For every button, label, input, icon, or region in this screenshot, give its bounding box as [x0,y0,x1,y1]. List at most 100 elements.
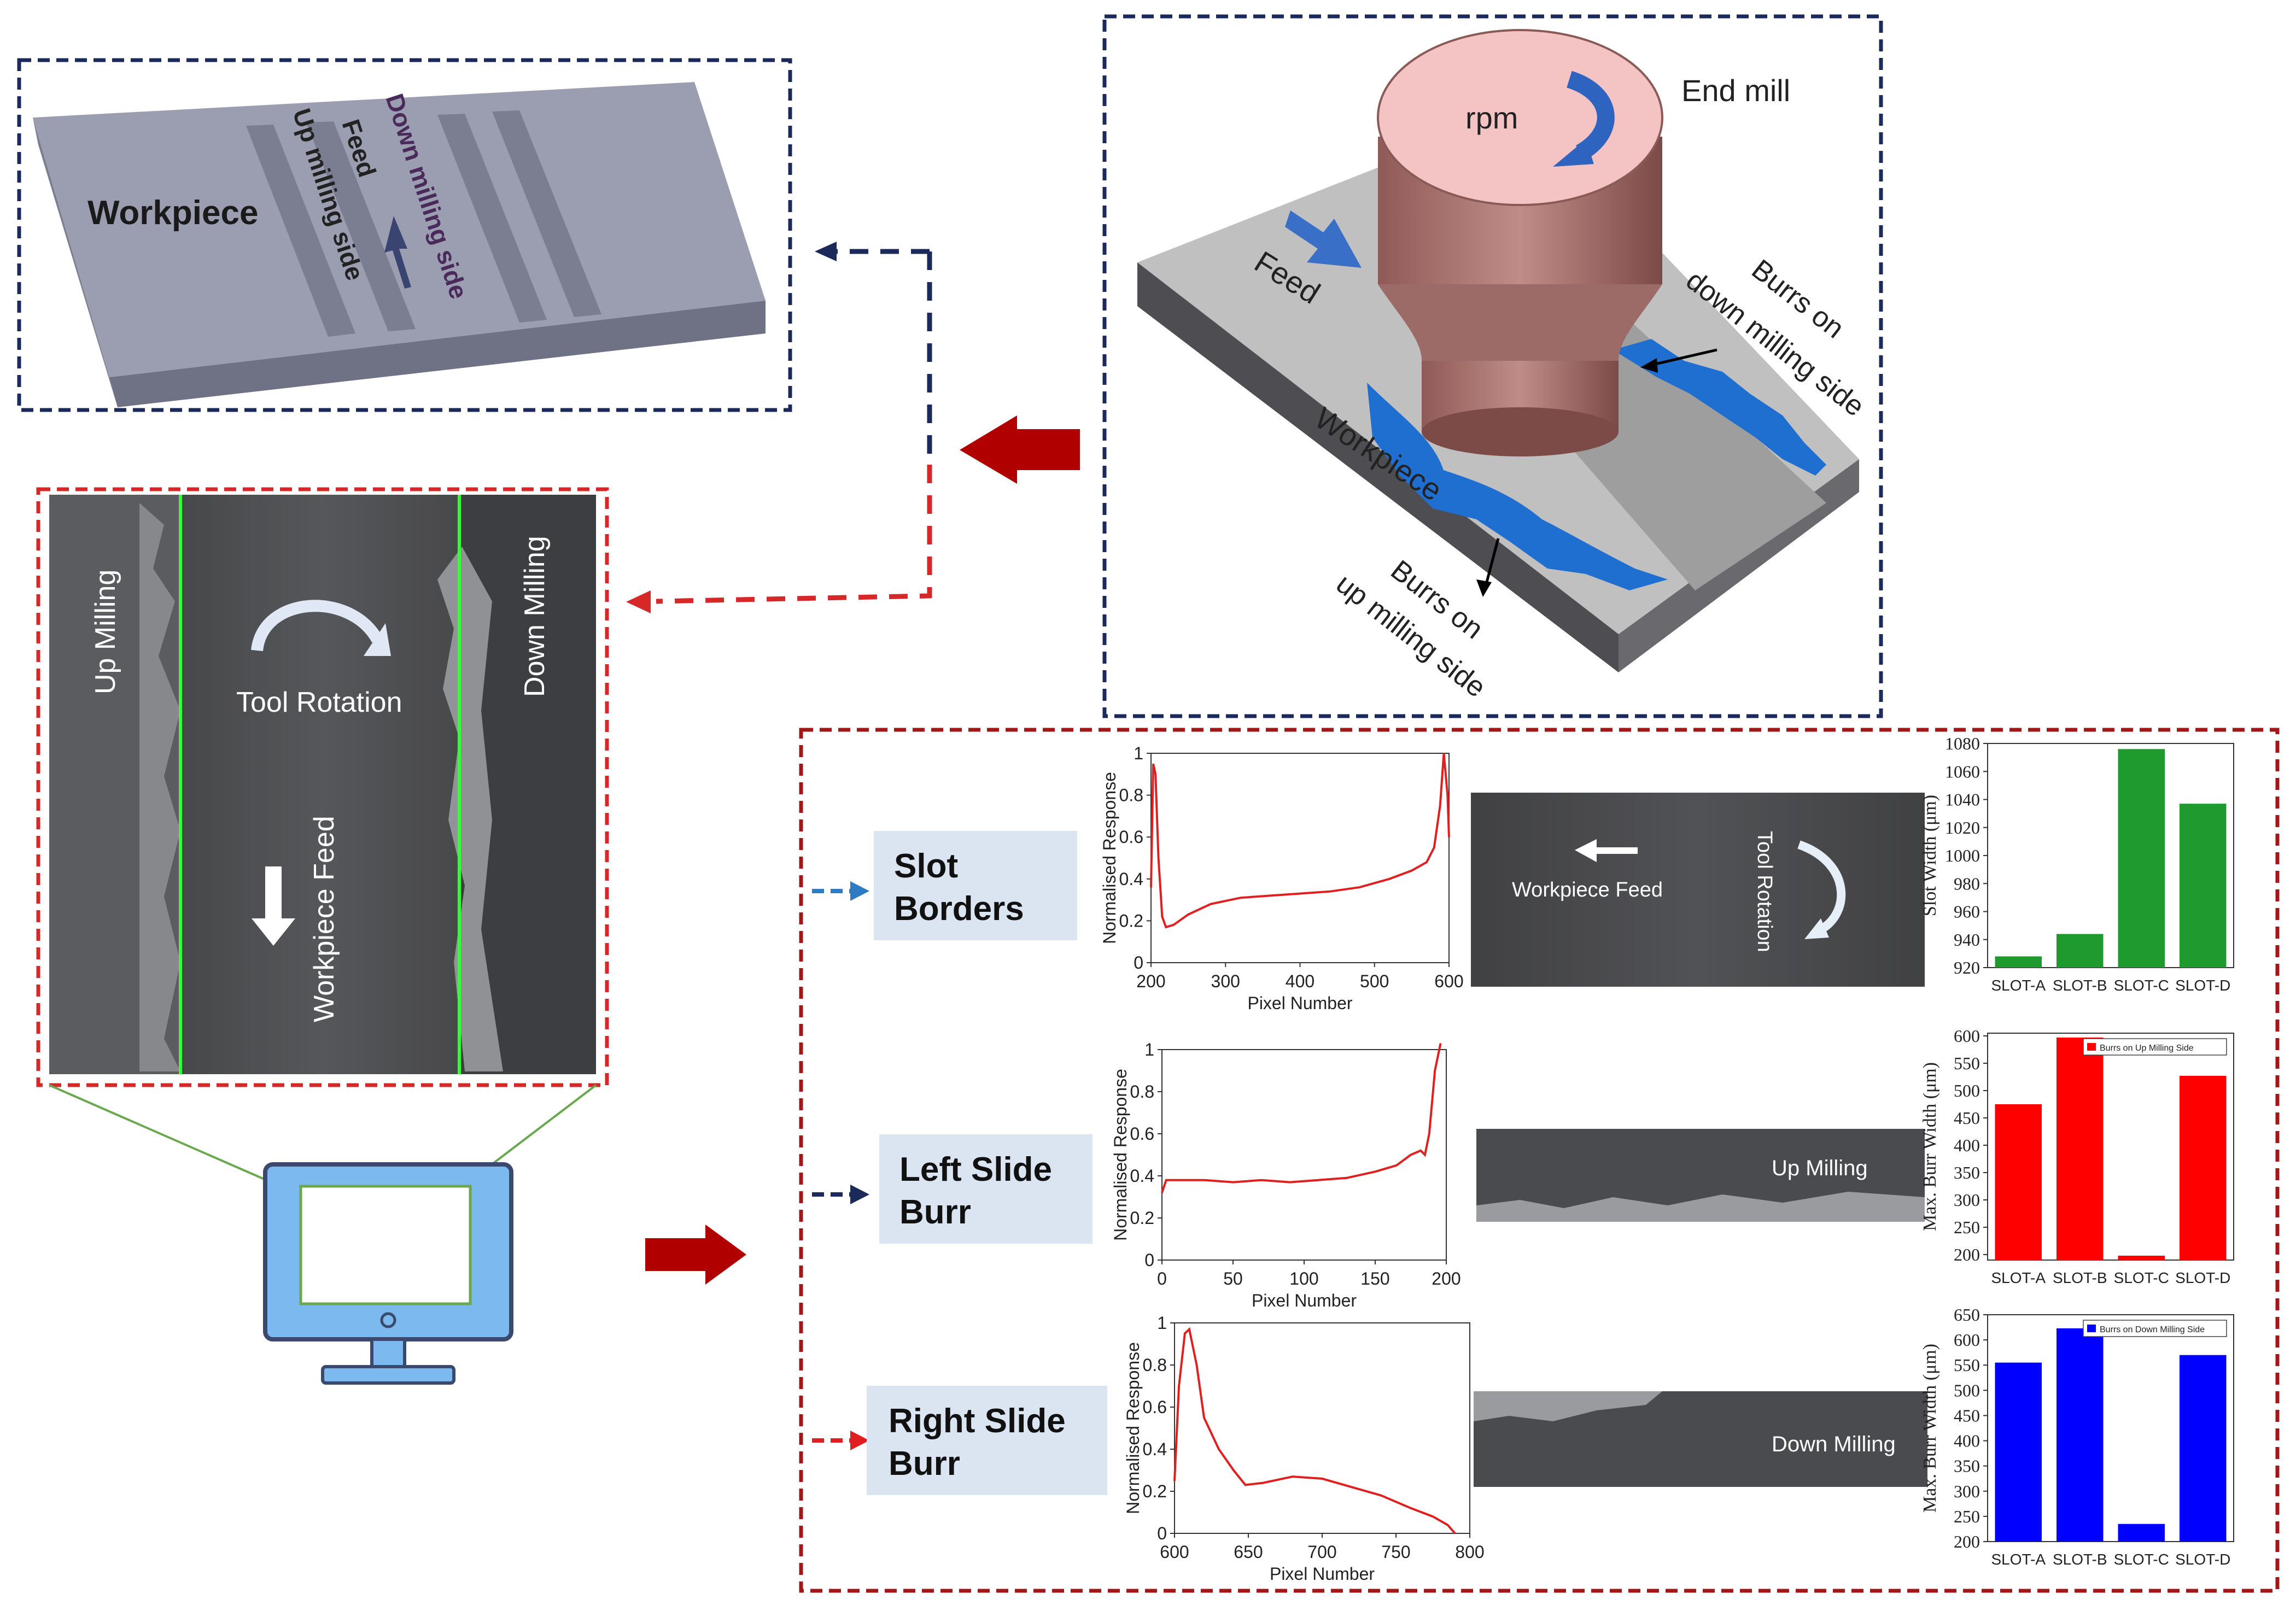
thumb-workpiece-feed-label: Workpiece Feed [1512,878,1663,901]
y-tick-label: 0.4 [1143,1439,1167,1459]
x-tick-label: SLOT-B [2053,977,2107,994]
monitor-icon [263,1162,513,1385]
y-tick-label: 0.2 [1143,1481,1167,1501]
y-tick-label: 250 [1954,1217,1980,1237]
y-axis-label: Max. Burr Width (μm) [1920,1344,1940,1513]
thumb-up-milling: Up Milling [1476,1129,1925,1222]
thumb-tool-rotation-label: Tool Rotation [1753,831,1776,952]
x-tick-label: 650 [1234,1542,1263,1562]
legend: Burrs on Down Milling Side [2083,1320,2227,1337]
y-tick-label: 500 [1954,1081,1980,1100]
end-mill-label: End mill [1681,73,1790,108]
legend: Burrs on Up Milling Side [2083,1038,2227,1056]
y-tick-label: 1 [1144,1040,1154,1059]
y-tick-label: 250 [1954,1507,1980,1526]
x-tick-label: 300 [1211,971,1240,991]
x-tick-label: 200 [1432,1269,1460,1288]
y-tick-label: 600 [1954,1026,1980,1046]
y-tick-label: 200 [1954,1245,1980,1264]
y-tick-label: 0 [1157,1524,1167,1543]
thumb-up-milling-label: Up Milling [1772,1156,1868,1180]
end-mill-panel: rpm End mill Feed Workpiece Burrs on dow… [1102,14,1883,718]
thumb-rotation-icon [1797,840,1846,936]
x-axis-label: Pixel Number [1252,1291,1357,1310]
x-tick-label: 750 [1381,1542,1410,1562]
workpiece-panel: Workpiece Up milling side Feed Down mill… [17,58,792,412]
y-tick-label: 1060 [1945,761,1980,781]
tool-rotation-icon [251,600,383,652]
plot-frame [1161,1049,1447,1261]
analysis-panel: Slot Borders Left Slide Burr Right Slide… [799,728,2280,1593]
y-tick-label: 1080 [1945,734,1980,753]
y-axis-label: Normalised Response [1123,1342,1143,1514]
y-tick-label: 0.2 [1119,911,1143,930]
x-tick-label: SLOT-A [1991,1551,2046,1568]
series-line [1173,1327,1456,1534]
bar [2057,1038,2104,1260]
bar [2057,934,2104,968]
label-line-2: Burr [899,1193,971,1231]
x-tick-label: 200 [1136,971,1165,991]
thumb-down-milling-label: Down Milling [1772,1432,1896,1456]
legend-swatch [2087,1043,2096,1051]
y-tick-label: 960 [1954,902,1980,922]
up-milling-label: Up Milling [90,570,121,694]
series-line [1150,753,1450,929]
x-tick-label: SLOT-C [2114,1551,2169,1568]
x-tick-label: SLOT-C [2114,1269,2169,1286]
workpiece-label: Workpiece [87,194,258,232]
y-tick-label: 400 [1954,1135,1980,1155]
series-line [1161,1043,1442,1193]
thumb-down-milling: Down Milling [1474,1391,1927,1487]
label-box-slot-borders: Slot Borders [874,831,1077,940]
y-axis-label: Max. Burr Width (μm) [1920,1062,1940,1231]
tool-rotation-label: Tool Rotation [236,687,402,718]
red-arrowhead-icon [626,590,651,613]
bar [2180,804,2227,968]
y-tick-label: 300 [1954,1190,1980,1210]
workpiece-feed-arrow-icon [252,866,295,946]
y-tick-label: 450 [1954,1108,1980,1128]
down-milling-label: Down Milling [519,536,551,697]
analysis-arrow-icon [645,1225,746,1285]
y-axis-label: Slot Width (μm) [1920,795,1940,916]
label-line-2: Burr [889,1445,960,1483]
legend-label: Burrs on Up Milling Side [2100,1044,2194,1053]
x-tick-label: 150 [1360,1269,1389,1288]
navy-arrowhead-icon [815,242,837,261]
y-tick-label: 0.4 [1119,869,1143,889]
bar [2057,1328,2104,1542]
sem-panel: Up Milling Down Milling Tool Rotation Wo… [36,487,609,1087]
bar [1995,1104,2042,1260]
label-line-2: Borders [894,890,1024,928]
y-tick-label: 1 [1134,743,1143,763]
x-tick-label: SLOT-D [2175,977,2230,994]
y-tick-label: 350 [1954,1163,1980,1182]
thumb-slot: Workpiece Feed Tool Rotation [1471,793,1925,987]
rpm-arrow-icon [1566,71,1615,161]
bar [1995,1362,2042,1542]
bar [2118,1256,2165,1260]
y-axis-label: Normalised Response [1111,1069,1130,1241]
y-tick-label: 0 [1134,953,1143,973]
y-tick-label: 0.8 [1119,786,1143,805]
y-tick-label: 300 [1954,1481,1980,1501]
x-tick-label: 600 [1434,971,1463,991]
x-tick-label: SLOT-D [2175,1269,2230,1286]
down-burr-icon [1613,339,1826,476]
legend-label: Burrs on Down Milling Side [2100,1325,2205,1334]
x-tick-label: SLOT-B [2053,1269,2107,1286]
y-tick-label: 500 [1954,1380,1980,1400]
legend-frame [2083,1320,2227,1337]
end-mill-top [1377,29,1663,206]
bar [1995,956,2042,968]
y-tick-label: 600 [1954,1330,1980,1350]
y-tick-label: 0.2 [1130,1208,1154,1228]
y-tick-label: 0.6 [1143,1397,1167,1417]
y-tick-label: 650 [1954,1305,1980,1325]
legend-swatch [2087,1325,2096,1332]
